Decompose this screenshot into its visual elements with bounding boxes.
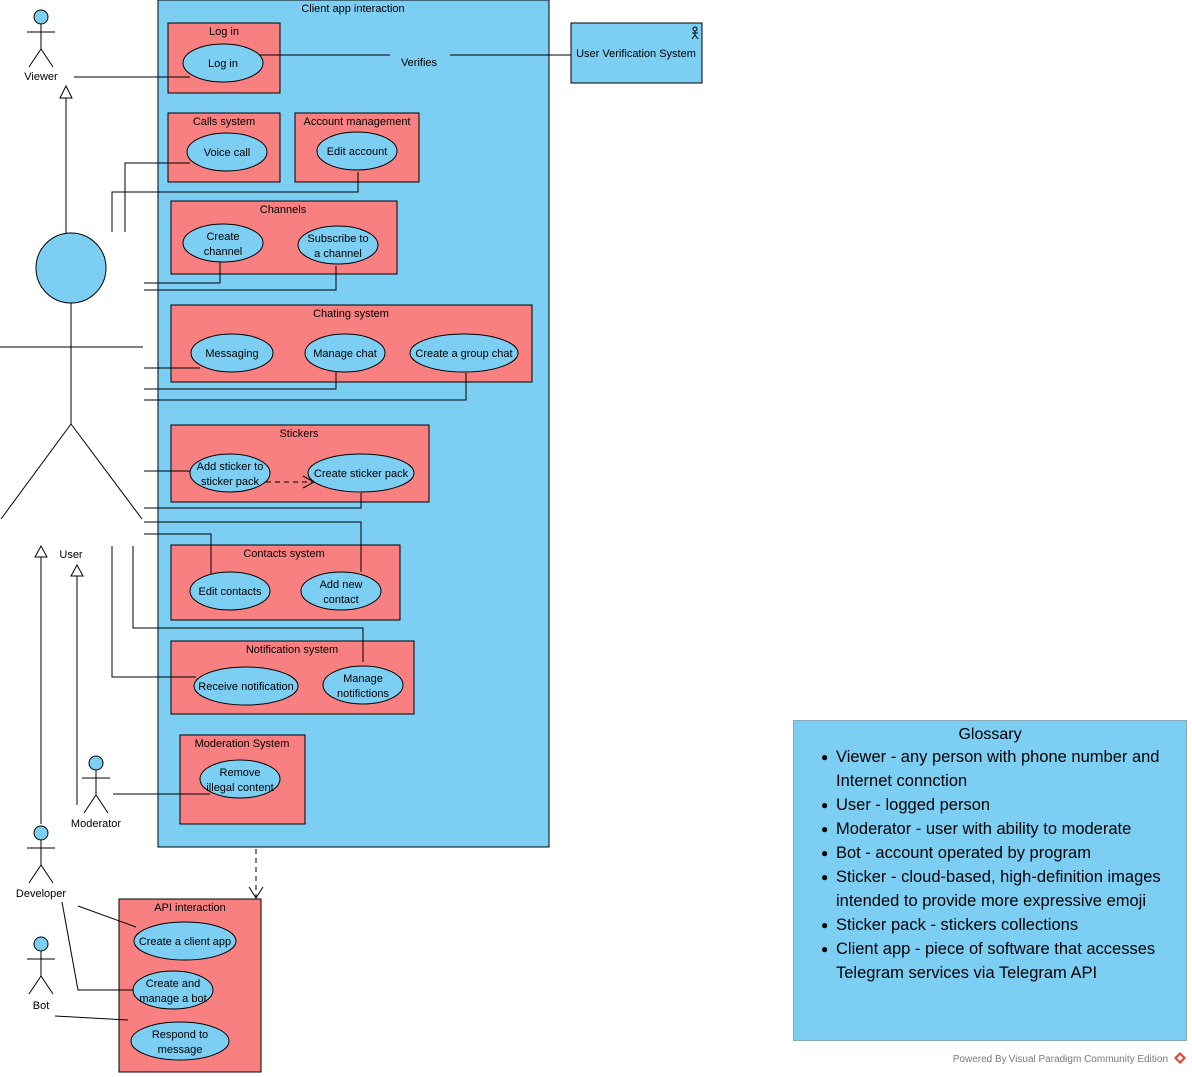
use-case-labels: Log in Voice call Edit account Create ch… bbox=[139, 58, 513, 1056]
dependency-arrow bbox=[248, 849, 264, 899]
usecase-label: Create bbox=[206, 231, 239, 243]
usecase-label: message bbox=[158, 1044, 203, 1056]
actor-moderator bbox=[82, 755, 110, 814]
usecase-create-client-app[interactable] bbox=[133, 921, 237, 961]
glossary-item: Viewer - any person with phone number an… bbox=[821, 745, 1178, 793]
powered-by-footer: Powered By Visual Paradigm Community Edi… bbox=[952, 1054, 1168, 1065]
visual-paradigm-logo-icon bbox=[1174, 1052, 1186, 1064]
usecase-label: Create a group chat bbox=[415, 348, 512, 360]
usecase-subscribe-channel[interactable] bbox=[297, 225, 379, 265]
usecase-receive-notification[interactable] bbox=[193, 666, 299, 706]
actor-moderator-label: Moderator bbox=[71, 818, 121, 830]
usecase-edit-contacts[interactable] bbox=[189, 571, 271, 611]
actor-bot-label: Bot bbox=[33, 1000, 50, 1012]
package-calls-title: Calls system bbox=[193, 116, 255, 128]
package-stickers-title: Stickers bbox=[279, 428, 319, 440]
usecase-add-new-contact[interactable] bbox=[300, 571, 382, 611]
package-api-title: API interaction bbox=[154, 902, 226, 914]
user-verification-system-label: User Verification System bbox=[576, 48, 696, 60]
actor-viewer-label: Viewer bbox=[24, 71, 58, 83]
package-chatting-title: Chating system bbox=[313, 308, 389, 320]
package-moderation-title: Moderation System bbox=[195, 738, 290, 750]
usecase-label: Manage chat bbox=[313, 348, 377, 360]
actor-developer-label: Developer bbox=[16, 888, 66, 900]
usecase-label: contact bbox=[323, 594, 358, 606]
usecase-create-sticker-pack[interactable] bbox=[307, 453, 415, 493]
usecase-edit-account[interactable] bbox=[316, 131, 398, 171]
glossary-item: User - logged person bbox=[821, 793, 1178, 817]
usecase-label: sticker pack bbox=[201, 476, 260, 488]
usecase-label: Messaging bbox=[205, 348, 258, 360]
usecase-messaging[interactable] bbox=[190, 333, 274, 373]
actor-bot bbox=[27, 936, 55, 995]
usecase-label: Respond to bbox=[152, 1029, 208, 1041]
usecase-label: Edit contacts bbox=[199, 586, 262, 598]
actor-user bbox=[0, 232, 143, 520]
usecase-respond-message[interactable] bbox=[130, 1021, 230, 1061]
usecase-manage-notifications[interactable] bbox=[322, 665, 404, 705]
usecase-remove-illegal-content[interactable] bbox=[199, 759, 281, 799]
actor-viewer bbox=[27, 9, 55, 68]
usecase-label: channel bbox=[204, 246, 243, 258]
glossary-title: Glossary bbox=[958, 726, 1022, 743]
actor-developer bbox=[27, 825, 55, 884]
package-login-title: Log in bbox=[209, 26, 239, 38]
verifies-label: Verifies bbox=[401, 57, 438, 69]
use-cases bbox=[130, 43, 519, 1061]
user-verification-system bbox=[570, 22, 703, 84]
usecase-create-manage-bot[interactable] bbox=[132, 970, 214, 1010]
usecase-label: Edit account bbox=[327, 146, 388, 158]
usecase-label: Create a client app bbox=[139, 936, 231, 948]
usecase-add-sticker[interactable] bbox=[189, 453, 271, 493]
usecase-label: Add sticker to bbox=[197, 461, 264, 473]
glossary-panel: Glossary Viewer - any person with phone … bbox=[793, 720, 1187, 1041]
package-notifications-title: Notification system bbox=[246, 644, 338, 656]
usecase-create-group-chat[interactable] bbox=[409, 333, 519, 373]
glossary-item: Client app - piece of software that acce… bbox=[821, 937, 1178, 985]
usecase-label: Manage bbox=[343, 673, 383, 685]
glossary-item: Sticker - cloud-based, high-definition i… bbox=[821, 865, 1178, 913]
usecase-label: Create sticker pack bbox=[314, 468, 409, 480]
glossary-item: Bot - account operated by program bbox=[821, 841, 1178, 865]
usecase-label: a channel bbox=[314, 248, 362, 260]
usecase-voice-call[interactable] bbox=[186, 132, 268, 172]
usecase-label: manage a bot bbox=[139, 993, 206, 1005]
client-app-title: Client app interaction bbox=[301, 3, 404, 15]
usecase-label: Add new bbox=[320, 579, 363, 591]
usecase-label: Subscribe to bbox=[307, 233, 368, 245]
actor-user-label: User bbox=[59, 549, 83, 561]
usecase-create-channel[interactable] bbox=[182, 223, 264, 263]
glossary-item: Moderator - user with ability to moderat… bbox=[821, 817, 1178, 841]
actor-stereotype-icon bbox=[691, 26, 699, 40]
usecase-label: Remove bbox=[220, 767, 261, 779]
package-channels-title: Channels bbox=[260, 204, 307, 216]
usecase-label: Voice call bbox=[204, 147, 250, 159]
connections bbox=[40, 54, 571, 1021]
usecase-log-in[interactable] bbox=[182, 43, 264, 83]
usecase-label: illegal content bbox=[206, 782, 273, 794]
glossary-item: Sticker pack - stickers collections bbox=[821, 913, 1178, 937]
usecase-label: Create and bbox=[146, 978, 200, 990]
usecase-manage-chat[interactable] bbox=[304, 333, 386, 373]
usecase-label: Receive notification bbox=[198, 681, 293, 693]
usecase-label: notifictions bbox=[337, 688, 389, 700]
glossary-list: Viewer - any person with phone number an… bbox=[794, 745, 1186, 985]
package-account-title: Account management bbox=[303, 116, 410, 128]
generalization-arrowheads bbox=[34, 84, 84, 577]
usecase-label: Log in bbox=[208, 58, 238, 70]
package-contacts-title: Contacts system bbox=[243, 548, 324, 560]
